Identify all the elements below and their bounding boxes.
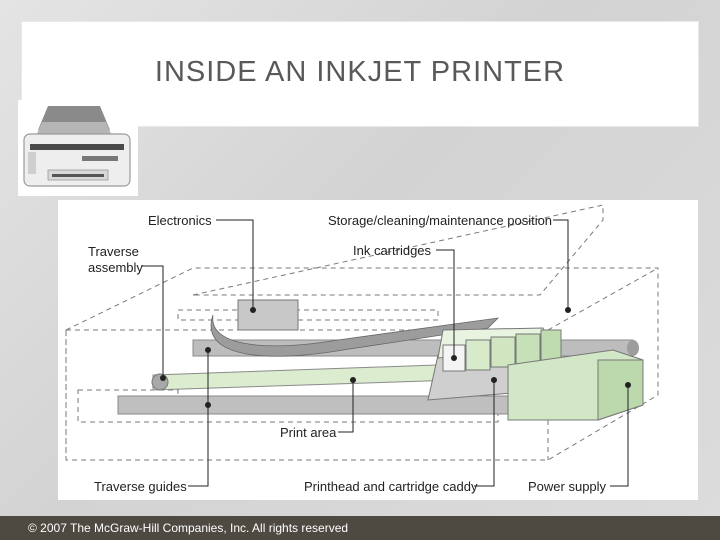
ink-cartridge: [540, 329, 562, 361]
label-ink-cartridges: Ink cartridges: [353, 243, 432, 258]
ink-cartridge: [465, 339, 491, 371]
label-printhead-caddy: Printhead and cartridge caddy: [304, 479, 478, 494]
front-rod: [117, 395, 539, 415]
footer-bar: [0, 516, 720, 540]
inkjet-diagram: Electronics Storage/cleaning/maintenance…: [65, 204, 659, 494]
label-storage-position: Storage/cleaning/maintenance position: [328, 213, 552, 228]
label-electronics: Electronics: [148, 213, 212, 228]
label-print-area: Print area: [280, 425, 337, 440]
label-power-supply: Power supply: [528, 479, 607, 494]
ink-cartridge: [515, 333, 541, 365]
slide-title: INSIDE AN INKJET PRINTER: [154, 56, 566, 88]
printer-thumbnail: [18, 100, 138, 196]
label-traverse-assembly-1: Traverse: [88, 244, 139, 259]
copyright-text: © 2007 The McGraw-Hill Companies, Inc. A…: [28, 521, 349, 535]
label-traverse-assembly-2: assembly: [88, 260, 143, 275]
ink-cartridge: [490, 336, 516, 368]
leader-dots: [160, 307, 631, 408]
label-traverse-guides: Traverse guides: [94, 479, 187, 494]
electronics-board: [237, 299, 299, 331]
diagram-panel: Electronics Storage/cleaning/maintenance…: [58, 200, 698, 500]
leader-lines: [142, 219, 629, 487]
ribbon-cable: [210, 314, 500, 357]
